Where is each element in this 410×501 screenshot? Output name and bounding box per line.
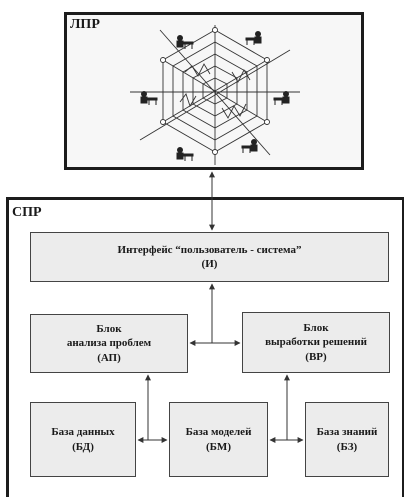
spoke-line <box>162 90 216 123</box>
interface-abbr: (И) <box>201 258 218 270</box>
person-desk-icons <box>140 31 290 161</box>
vr-abbr: (ВР) <box>305 350 327 363</box>
person-desk-icon <box>273 91 290 105</box>
node <box>160 119 166 125</box>
person-desk-icon <box>176 35 194 49</box>
spr-frame <box>6 197 404 497</box>
person-desk-icon <box>140 91 158 105</box>
bz-line1: База знаний <box>316 426 378 439</box>
hexagon-network-illustration <box>130 25 300 165</box>
vr-line2: выработки решений <box>265 336 367 349</box>
bm-line1: База моделей <box>185 426 252 439</box>
ap-line2: анализа проблем <box>66 337 152 350</box>
node <box>212 149 218 155</box>
scribble <box>184 63 211 77</box>
person-desk-icon <box>241 139 258 153</box>
person-desk-icon <box>245 31 262 45</box>
bz-abbr: (БЗ) <box>336 440 358 453</box>
interface-title: Интерфейс “пользователь - система” <box>117 243 302 256</box>
bm-abbr: (БМ) <box>206 440 231 453</box>
spoke-line <box>162 59 216 92</box>
database-box: База данных (БД) <box>30 402 136 477</box>
spr-label: СПР <box>12 205 42 220</box>
problem-analysis-box: Блок анализа проблем (АП) <box>30 314 188 373</box>
node <box>264 119 270 125</box>
decision-making-box: Блок выработки решений (ВР) <box>242 312 390 373</box>
interface-box: Интерфейс “пользователь - система” (И) <box>30 232 389 282</box>
person-desk-icon <box>176 147 194 161</box>
ap-abbr: (АП) <box>97 351 121 364</box>
ap-line1: Блок <box>96 323 122 336</box>
lpr-label: ЛПР <box>70 17 100 32</box>
bd-line1: База данных <box>51 426 115 439</box>
model-base-box: База моделей (БМ) <box>169 402 268 477</box>
scribble <box>231 69 251 83</box>
bd-abbr: (БД) <box>72 440 94 453</box>
node <box>160 57 166 63</box>
node <box>212 27 218 33</box>
knowledge-base-box: База знаний (БЗ) <box>305 402 389 477</box>
scribble <box>221 103 247 119</box>
node <box>264 57 270 63</box>
vr-line1: Блок <box>303 322 329 335</box>
scribble <box>179 93 197 108</box>
spoke-line <box>214 90 268 123</box>
